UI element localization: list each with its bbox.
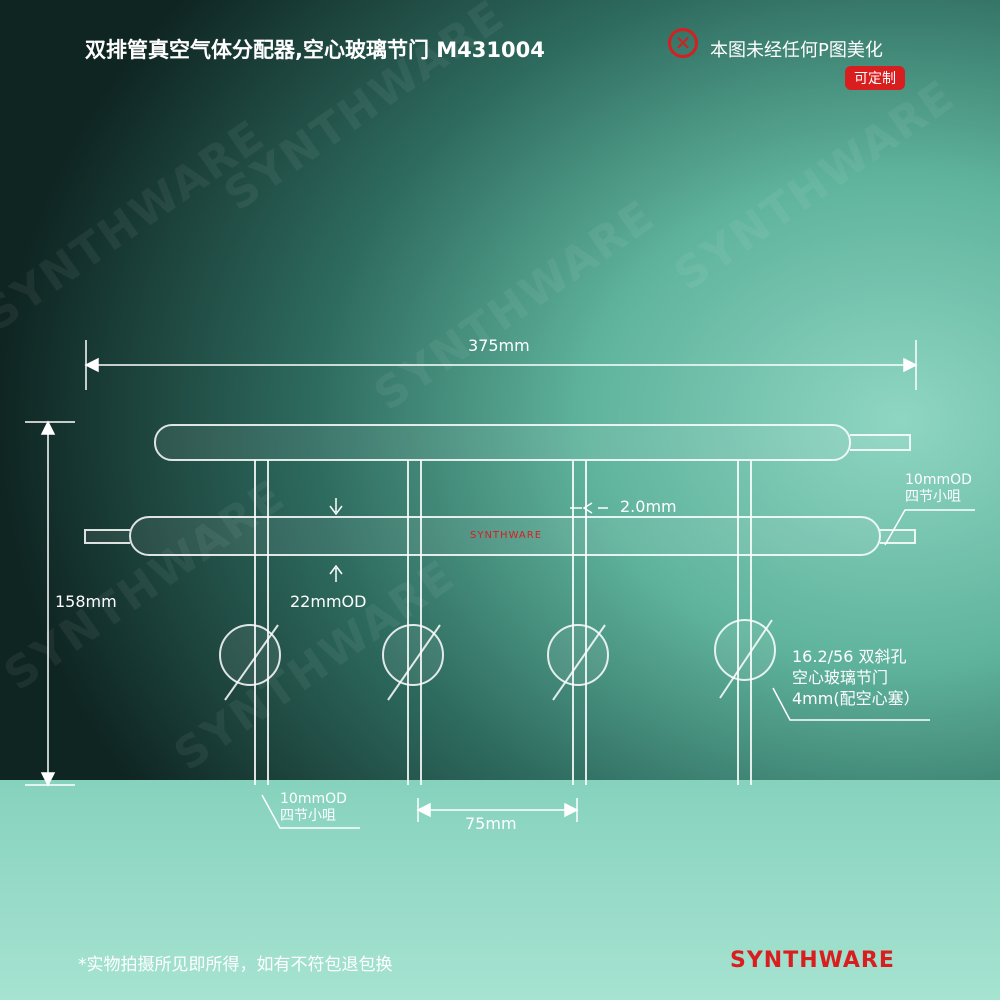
brand-logo: SYNTHWARE (730, 948, 895, 973)
stopcock-label: 16.2/56 双斜孔空心玻璃节门 4mm(配空心塞） (792, 646, 920, 709)
hose-type: 四节小咀 (280, 808, 336, 824)
hose-type: 四节小咀 (905, 489, 961, 505)
hose-od: 10mmOD (905, 472, 972, 488)
height-label: 158mm (55, 592, 117, 611)
wall-thickness-label: 2.0mm (620, 497, 677, 516)
od-arrows (329, 498, 343, 582)
glass-print: SYNTHWARE (470, 530, 543, 541)
page-title: 双排管真空气体分配器,空心玻璃节门 M431004 (85, 38, 545, 62)
stopcocks (219, 619, 776, 701)
footer-note: *实物拍摄所见即所得，如有不符包退包换 (78, 955, 393, 975)
upper-manifold-tube (154, 424, 851, 461)
stopcock-bore: 4mm(配空心塞） (792, 689, 920, 708)
tube-od-label: 22mmOD (290, 592, 367, 611)
no-ps-notice: 本图未经任何P图美化 (710, 40, 883, 61)
lower-manifold-tube (129, 516, 881, 556)
width-label: 375mm (468, 336, 530, 355)
stopcock-type: 空心玻璃节门 (792, 668, 889, 687)
spacing-label: 75mm (465, 814, 517, 833)
hose-od: 10mmOD (280, 791, 347, 807)
floor-background (0, 780, 1000, 1000)
x-circle-icon: ✕ (668, 28, 698, 58)
stopcock-size: 16.2/56 双斜孔 (792, 647, 907, 666)
vertical-connectors (254, 460, 752, 785)
customizable-badge: 可定制 (845, 66, 905, 90)
